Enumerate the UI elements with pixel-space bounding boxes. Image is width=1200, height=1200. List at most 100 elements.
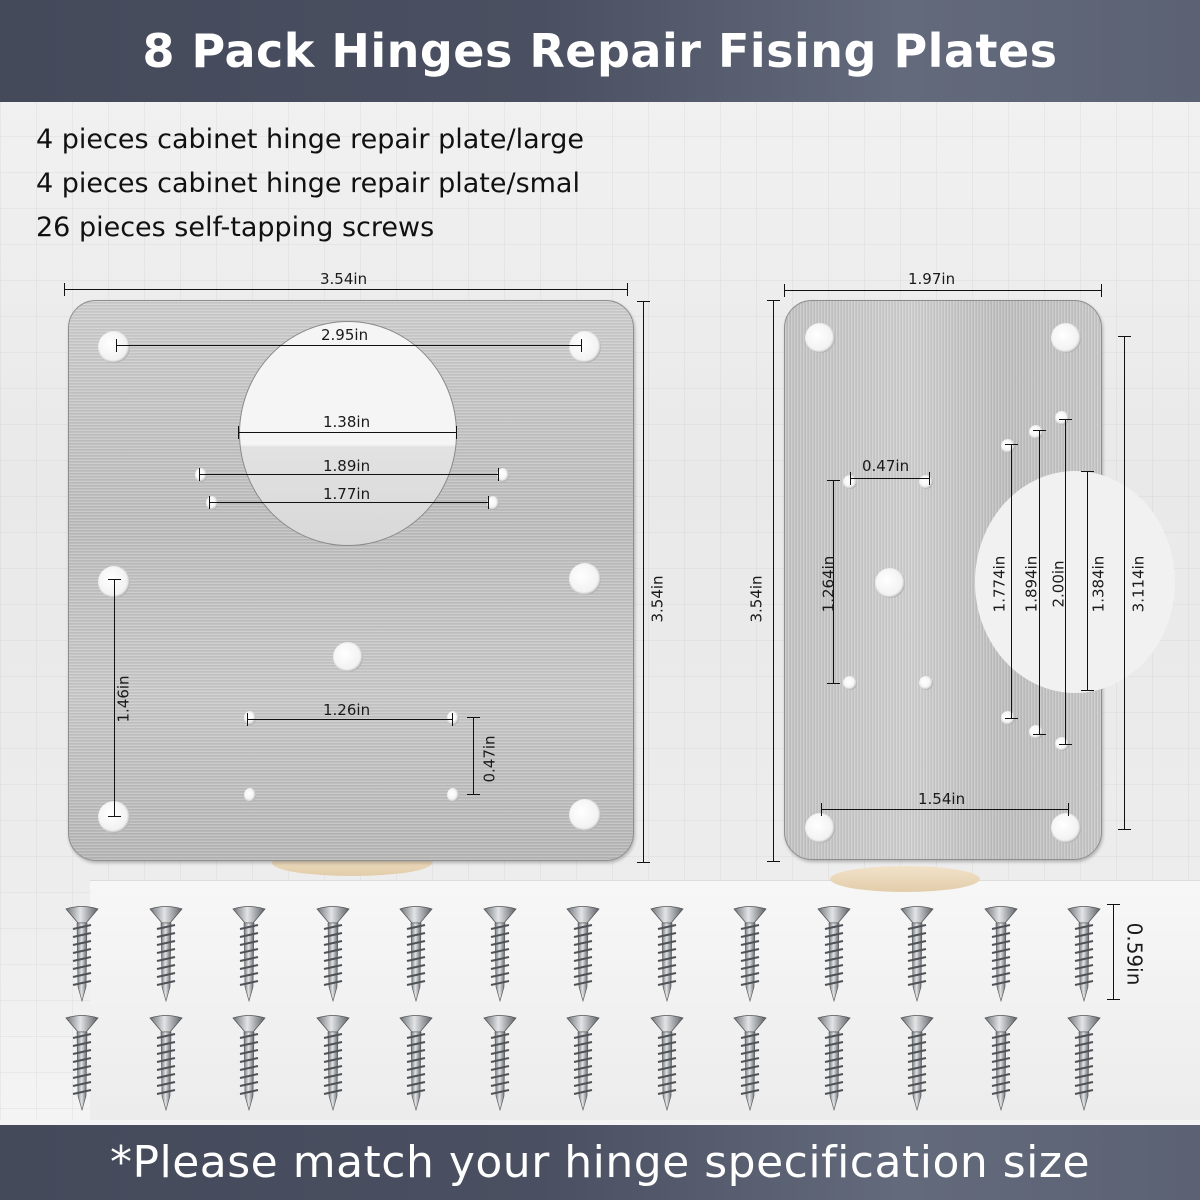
hinge-cup-cutout [239, 321, 457, 546]
contents-item-large-plates: 4 pieces cabinet hinge repair plate/larg… [36, 124, 584, 155]
slot-hole [206, 496, 218, 510]
hole-span-label: 3.114in [1129, 555, 1148, 613]
screw-hole [447, 711, 459, 725]
screw-icon [732, 1014, 768, 1112]
hinge-screw-hole [1029, 425, 1043, 439]
hole-row-3-label: 2.00in [1049, 560, 1068, 608]
small-plate [784, 300, 1175, 860]
screw-icon [64, 1014, 100, 1112]
lower-hole-spacing-label: 1.26in [323, 701, 371, 719]
small-plate-height-label: 3.54in [747, 575, 766, 623]
hinge-screw-hole [1055, 411, 1069, 425]
hole-span-dimension [1118, 336, 1131, 830]
small-hole-offset-dimension [827, 480, 840, 684]
corner-hole-bottom-right [569, 799, 601, 831]
screw-icon [398, 905, 434, 1003]
top-hole-spacing-dimension [116, 339, 582, 352]
small-plate-width-dimension [784, 284, 1102, 297]
small-plate-width-label: 1.97in [908, 270, 956, 288]
slot-hole [487, 496, 499, 510]
slot-spacing-1-dimension [199, 468, 499, 481]
center-hole [333, 642, 363, 672]
large-plate-height-dimension [637, 301, 650, 863]
size-match-note: *Please match your hinge specification s… [109, 1137, 1091, 1188]
hole-row-2-label: 1.894in [1022, 555, 1041, 613]
screw-icon [482, 1014, 518, 1112]
screw-icon [899, 1014, 935, 1112]
hole-row-1-dimension [1005, 444, 1018, 719]
lower-vertical-spacing-dimension [467, 717, 480, 795]
corner-hole-bottom-right [1051, 813, 1081, 843]
screw-icon [899, 905, 935, 1003]
screw-icon [1066, 905, 1102, 1003]
screw-icon [482, 905, 518, 1003]
screw-hole [244, 788, 256, 802]
corner-hole-top-left [805, 323, 835, 353]
page-title: 8 Pack Hinges Repair Fising Plates [142, 24, 1058, 78]
slot-spacing-1-label: 1.89in [323, 457, 371, 475]
screw-icon [983, 905, 1019, 1003]
screw-length-label: 0.59in [1122, 922, 1147, 986]
contents-item-screws: 26 pieces self-tapping screws [36, 212, 435, 243]
screw-icon [64, 905, 100, 1003]
small-hole-offset-label: 1.264in [819, 555, 838, 613]
screw-icon [1066, 1014, 1102, 1112]
corner-hole-bottom-left [805, 813, 835, 843]
cutout-diameter-dimension [238, 426, 457, 439]
screw-icon [649, 1014, 685, 1112]
slot-hole [195, 468, 207, 482]
hinge-screw-hole [1001, 439, 1015, 453]
hinge-cup-cutout [975, 471, 1175, 693]
contents-item-small-plates: 4 pieces cabinet hinge repair plate/smal [36, 168, 580, 199]
package-contents-list: 4 pieces cabinet hinge repair plate/larg… [36, 118, 584, 250]
screw-icon [315, 905, 351, 1003]
large-plate-width-dimension [64, 283, 628, 296]
corner-hole-top-right [569, 331, 601, 363]
large-plate-width-label: 3.54in [320, 270, 368, 288]
corner-hole-top-right [1051, 323, 1081, 353]
screw-icon [148, 905, 184, 1003]
screw-hole [244, 711, 256, 725]
background-kitchen-counter [90, 880, 1200, 1120]
screw-icon [231, 905, 267, 1003]
side-hole-spacing-label: 1.46in [114, 675, 133, 723]
screw-icon [398, 1014, 434, 1112]
large-plate [68, 300, 634, 861]
cutout-diameter-label: 1.38in [323, 413, 371, 431]
screw-icon [565, 905, 601, 1003]
bottom-hole-spacing-label: 1.54in [918, 790, 966, 808]
hole-row-2-dimension [1033, 430, 1046, 735]
small-hole [919, 676, 933, 690]
small-hole-spacing-label: 0.47in [862, 457, 910, 475]
screw-icon [565, 1014, 601, 1112]
small-plate-height-dimension [767, 300, 780, 862]
hinge-screw-hole [1029, 725, 1043, 739]
cutout-height-label: 1.384in [1089, 555, 1108, 613]
small-hole-spacing-dimension [850, 472, 930, 485]
side-hole-right [569, 563, 601, 595]
top-hole-spacing-label: 2.95in [321, 326, 369, 344]
side-hole-spacing-dimension [108, 579, 121, 817]
screw-icon [649, 905, 685, 1003]
screw-icon [816, 1014, 852, 1112]
screw-icon [732, 905, 768, 1003]
corner-hole-top-left [98, 331, 130, 363]
large-plate-height-label: 3.54in [648, 575, 667, 623]
cutout-height-dimension [1081, 471, 1094, 691]
screw-icon [983, 1014, 1019, 1112]
small-hole [843, 676, 857, 690]
center-hole [875, 568, 905, 598]
lower-hole-spacing-dimension [247, 713, 453, 726]
plate-stand [830, 866, 980, 892]
screw-icon [148, 1014, 184, 1112]
hole-row-3-dimension [1059, 419, 1072, 745]
footer-banner: *Please match your hinge specification s… [0, 1125, 1200, 1200]
screw-hole [447, 788, 459, 802]
slot-spacing-2-dimension [209, 496, 489, 509]
screw-icon [315, 1014, 351, 1112]
title-banner: 8 Pack Hinges Repair Fising Plates [0, 0, 1200, 102]
screw-icon [816, 905, 852, 1003]
slot-hole [497, 468, 509, 482]
hole-row-1-label: 1.774in [990, 555, 1009, 613]
bottom-hole-spacing-dimension [821, 803, 1069, 816]
